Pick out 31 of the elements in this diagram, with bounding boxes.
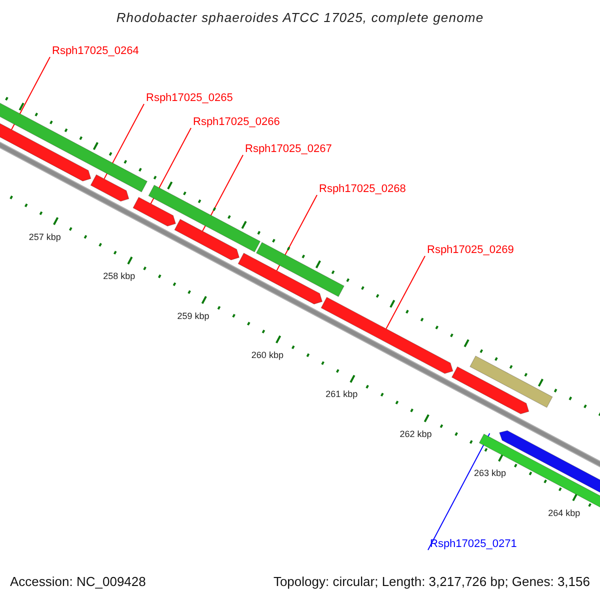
scale-label: 260 kbp [251,351,284,360]
gene-feature [256,242,344,298]
scale-label: 257 kbp [28,232,61,242]
scale-label: 262 kbp [400,430,432,439]
gene-label: Rsph17025_0271 [430,539,517,550]
scale-label: 263 kbp [474,469,506,478]
gene-label: Rsph17025_0264 [52,46,139,57]
scale-label: 259 kbp [177,312,210,321]
gene-feature [174,218,240,260]
gene-label: Rsph17025_0266 [193,117,280,128]
gene-label: Rsph17025_0265 [146,93,233,104]
title: Rhodobacter sphaeroides ATCC 17025, complete genome [115,11,485,24]
scale-label: 264 kbp [548,508,580,518]
leader-line [386,256,426,330]
gene-feature [238,252,323,304]
leader-line [150,128,192,204]
scale-label: 258 kbp [103,272,136,282]
gene-label: Rsph17025_0268 [319,184,406,195]
footer-text: Topology: circular; Length: 3,217,726 bp; Genes: 3,156 [273,575,590,588]
gene-feature [470,356,553,408]
leader-line [104,104,144,180]
leader-line [202,154,244,232]
scale-label: 261 kbp [326,390,358,400]
footer-text: Accession: NC_009428 [10,575,146,588]
gene-feature [148,184,261,252]
gene-feature [451,366,530,414]
gene-feature [90,174,130,202]
gene-label: Rsph17025_0269 [427,245,514,256]
gene-feature [320,296,454,374]
gene-feature [132,196,176,226]
gene-label: Rsph17025_0267 [245,144,332,155]
